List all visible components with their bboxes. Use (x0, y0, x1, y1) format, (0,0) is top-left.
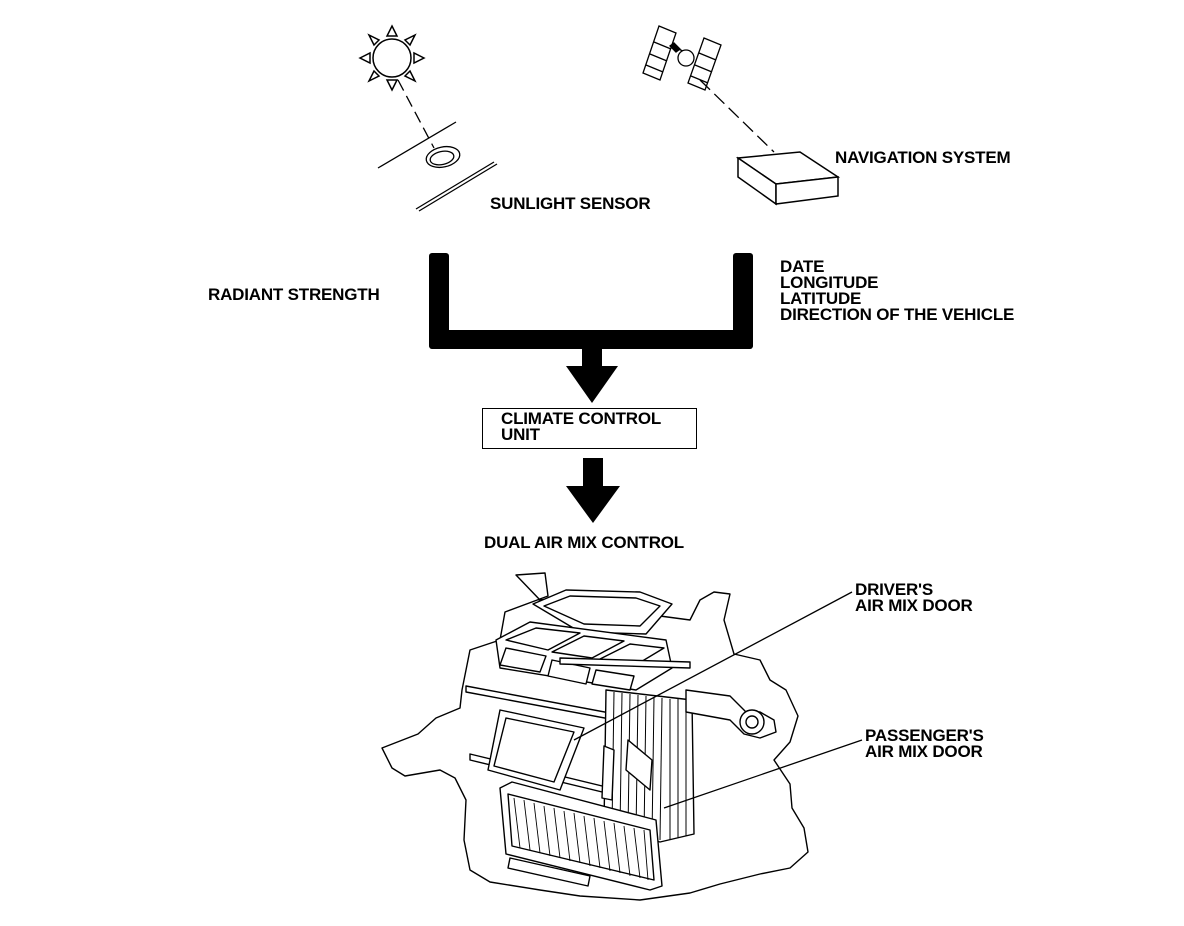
radiant-strength-label: RADIANT STRENGTH (208, 285, 380, 304)
passengers-door-leader-line (663, 739, 863, 809)
satellite-signal-dashed-line (699, 79, 775, 153)
navigation-unit-icon (735, 151, 841, 206)
passengers-air-mix-door-label-line1: PASSENGER'S (865, 726, 984, 745)
nav-output-direction: DIRECTION OF THE VEHICLE (780, 305, 1015, 324)
sun-icon (358, 24, 426, 92)
drivers-door-leader-line (573, 591, 853, 741)
drivers-air-mix-door-label-line2: AIR MIX DOOR (855, 596, 973, 615)
nav-output-longitude: LONGITUDE (780, 273, 879, 292)
climate-control-unit-label-line1: CLIMATE CONTROL (501, 409, 662, 428)
passengers-air-mix-door-label-line2: AIR MIX DOOR (865, 742, 983, 761)
drivers-air-mix-door-label-line1: DRIVER'S (855, 580, 934, 599)
sun-ray-dashed-line (397, 79, 435, 149)
dual-air-mix-control-label: DUAL AIR MIX CONTROL (484, 533, 684, 552)
nav-output-latitude: LATITUDE (780, 289, 862, 308)
climate-control-unit-label-line2: UNIT (501, 425, 540, 444)
climate-control-unit-box: CLIMATE CONTROL UNIT (482, 408, 697, 449)
heater-unit-illustration (381, 572, 809, 901)
sunlight-sensor-label: SUNLIGHT SENSOR (490, 194, 651, 213)
nav-output-date: DATE (780, 257, 825, 276)
navigation-system-label: NAVIGATION SYSTEM (835, 148, 1011, 167)
satellite-icon (642, 25, 722, 91)
sunlight-sensor-icon (377, 121, 498, 212)
flow-connector (429, 253, 753, 403)
down-arrow-to-air-mix (566, 458, 620, 523)
